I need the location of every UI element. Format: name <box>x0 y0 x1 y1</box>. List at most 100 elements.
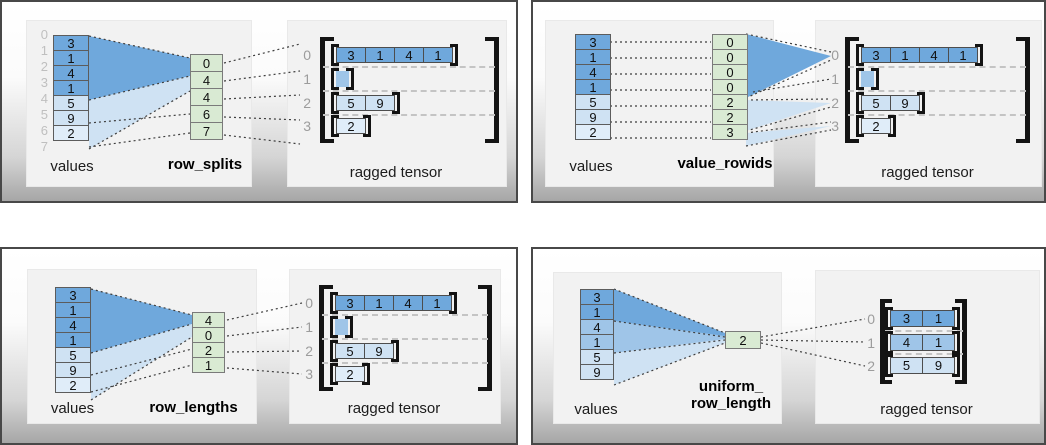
tensor-row-empty <box>330 316 353 338</box>
tensor-cell: 4 <box>393 295 423 311</box>
tensor-row: 2 <box>331 115 371 137</box>
index-label: 3 <box>40 75 48 90</box>
param-label-line2: row_length <box>690 395 771 412</box>
values-column: 3 1 4 1 5 9 2 <box>575 34 611 140</box>
tensor-cell: 1 <box>364 295 394 311</box>
index-label: 5 <box>40 107 48 122</box>
bracket-right-icon <box>975 44 983 66</box>
index-label: 0 <box>40 27 48 42</box>
bracket-right-icon <box>346 68 354 90</box>
value-cell: 1 <box>55 332 91 348</box>
tensor-cell: 4 <box>919 47 949 63</box>
value-cell: 4 <box>53 65 89 81</box>
bracket-left-icon <box>885 331 893 354</box>
tensor-cell: 1 <box>922 334 955 351</box>
param-cell: 2 <box>712 94 748 110</box>
ragged-tensor-label: ragged tensor <box>349 164 443 181</box>
bracket-left-icon <box>856 92 864 114</box>
bracket-left-icon <box>330 316 338 338</box>
row-splits-column: 0 4 4 6 7 <box>190 54 223 140</box>
bracket-left-icon <box>856 68 864 90</box>
value-cell: 5 <box>55 347 91 363</box>
index-label: 1 <box>40 43 48 58</box>
tensor-cell: 3 <box>335 295 365 311</box>
value-rowids-column: 0 0 0 0 2 2 3 <box>712 34 748 140</box>
tensor-cell: 3 <box>861 47 891 63</box>
row-index-label: 2 <box>867 358 875 374</box>
param-cell: 0 <box>712 64 748 80</box>
param-cell: 6 <box>190 105 223 123</box>
ragged-tensor-label: ragged tensor <box>880 401 973 418</box>
outer-bracket-left <box>320 37 334 143</box>
value-cell: 5 <box>580 349 614 365</box>
tensor-cell: 9 <box>890 95 920 111</box>
row-index-label: 2 <box>305 343 313 359</box>
values-column: 3 1 4 1 5 9 2 <box>55 287 91 393</box>
value-cell: 3 <box>55 287 91 303</box>
value-cell: 1 <box>53 50 89 66</box>
bracket-left-icon <box>331 68 339 90</box>
outer-bracket-right <box>955 299 967 384</box>
tensor-row: 5 9 <box>885 354 960 377</box>
row-separator <box>323 66 495 68</box>
tensor-row: 3 1 4 1 <box>856 44 983 66</box>
tensor-cell: 5 <box>861 95 891 111</box>
values-label: values <box>50 400 95 417</box>
param-label: uniform_ row_length <box>661 378 801 412</box>
empty-cell <box>861 71 874 87</box>
ragged-tensor: 0 1 2 3 3 1 4 1 5 <box>289 269 499 422</box>
tensor-row: 5 9 <box>331 92 400 114</box>
value-cell: 4 <box>580 319 614 335</box>
values-column: 3 1 4 1 5 9 <box>580 289 614 380</box>
param-cell: 0 <box>712 34 748 50</box>
bracket-right-icon <box>917 92 925 114</box>
value-cell: 3 <box>580 289 614 305</box>
bracket-right-icon <box>952 331 960 354</box>
row-index-label: 1 <box>831 71 839 87</box>
row-separator <box>323 90 495 92</box>
tensor-row: 5 9 <box>856 92 925 114</box>
param-cell: 0 <box>190 54 223 72</box>
bracket-left-icon <box>331 115 339 137</box>
row-index-label: 1 <box>303 71 311 87</box>
bracket-right-icon <box>871 68 879 90</box>
bracket-left-icon <box>331 92 339 114</box>
param-cell: 1 <box>192 357 225 373</box>
bracket-right-icon <box>888 115 896 137</box>
param-cell: 0 <box>712 49 748 65</box>
value-index-labels: 0 1 2 3 4 5 6 7 <box>30 27 48 155</box>
tensor-cell: 2 <box>335 366 365 382</box>
ragged-tensor: 0 1 2 3 3 1 4 1 5 <box>287 20 505 185</box>
tensor-cell: 4 <box>890 334 923 351</box>
bracket-left-icon <box>331 44 339 66</box>
tensor-cell: 9 <box>922 357 955 374</box>
panel-row-splits: 0 1 2 3 4 5 6 7 3 1 4 1 5 9 2 0 4 4 6 7 … <box>0 0 518 203</box>
bracket-left-icon <box>885 354 893 377</box>
row-index-label: 0 <box>867 311 875 327</box>
row-separator <box>885 353 963 355</box>
empty-cell <box>336 71 349 87</box>
panel-row-lengths: 3 1 4 1 5 9 2 4 0 2 1 values row_lengths… <box>0 247 518 445</box>
tensor-row: 2 <box>330 363 370 385</box>
value-cell: 2 <box>53 125 89 141</box>
index-label: 6 <box>40 123 48 138</box>
param-cell: 2 <box>725 331 761 349</box>
connector-lines <box>613 288 866 386</box>
value-cell: 9 <box>580 364 614 380</box>
param-label: row_splits <box>167 156 243 173</box>
tensor-cell: 1 <box>423 47 453 63</box>
bracket-right-icon <box>363 115 371 137</box>
value-cell: 4 <box>575 64 611 80</box>
row-index-label: 3 <box>303 118 311 134</box>
bracket-right-icon <box>450 44 458 66</box>
tensor-cell: 1 <box>890 47 920 63</box>
value-cell: 1 <box>580 334 614 350</box>
ragged-tensor-label: ragged tensor <box>881 164 974 181</box>
bracket-right-icon <box>952 354 960 377</box>
values-label: values <box>50 158 94 175</box>
value-cell: 1 <box>53 80 89 96</box>
bracket-right-icon <box>362 363 370 385</box>
tensor-row: 3 1 4 1 <box>330 292 457 314</box>
value-cell: 1 <box>580 304 614 320</box>
